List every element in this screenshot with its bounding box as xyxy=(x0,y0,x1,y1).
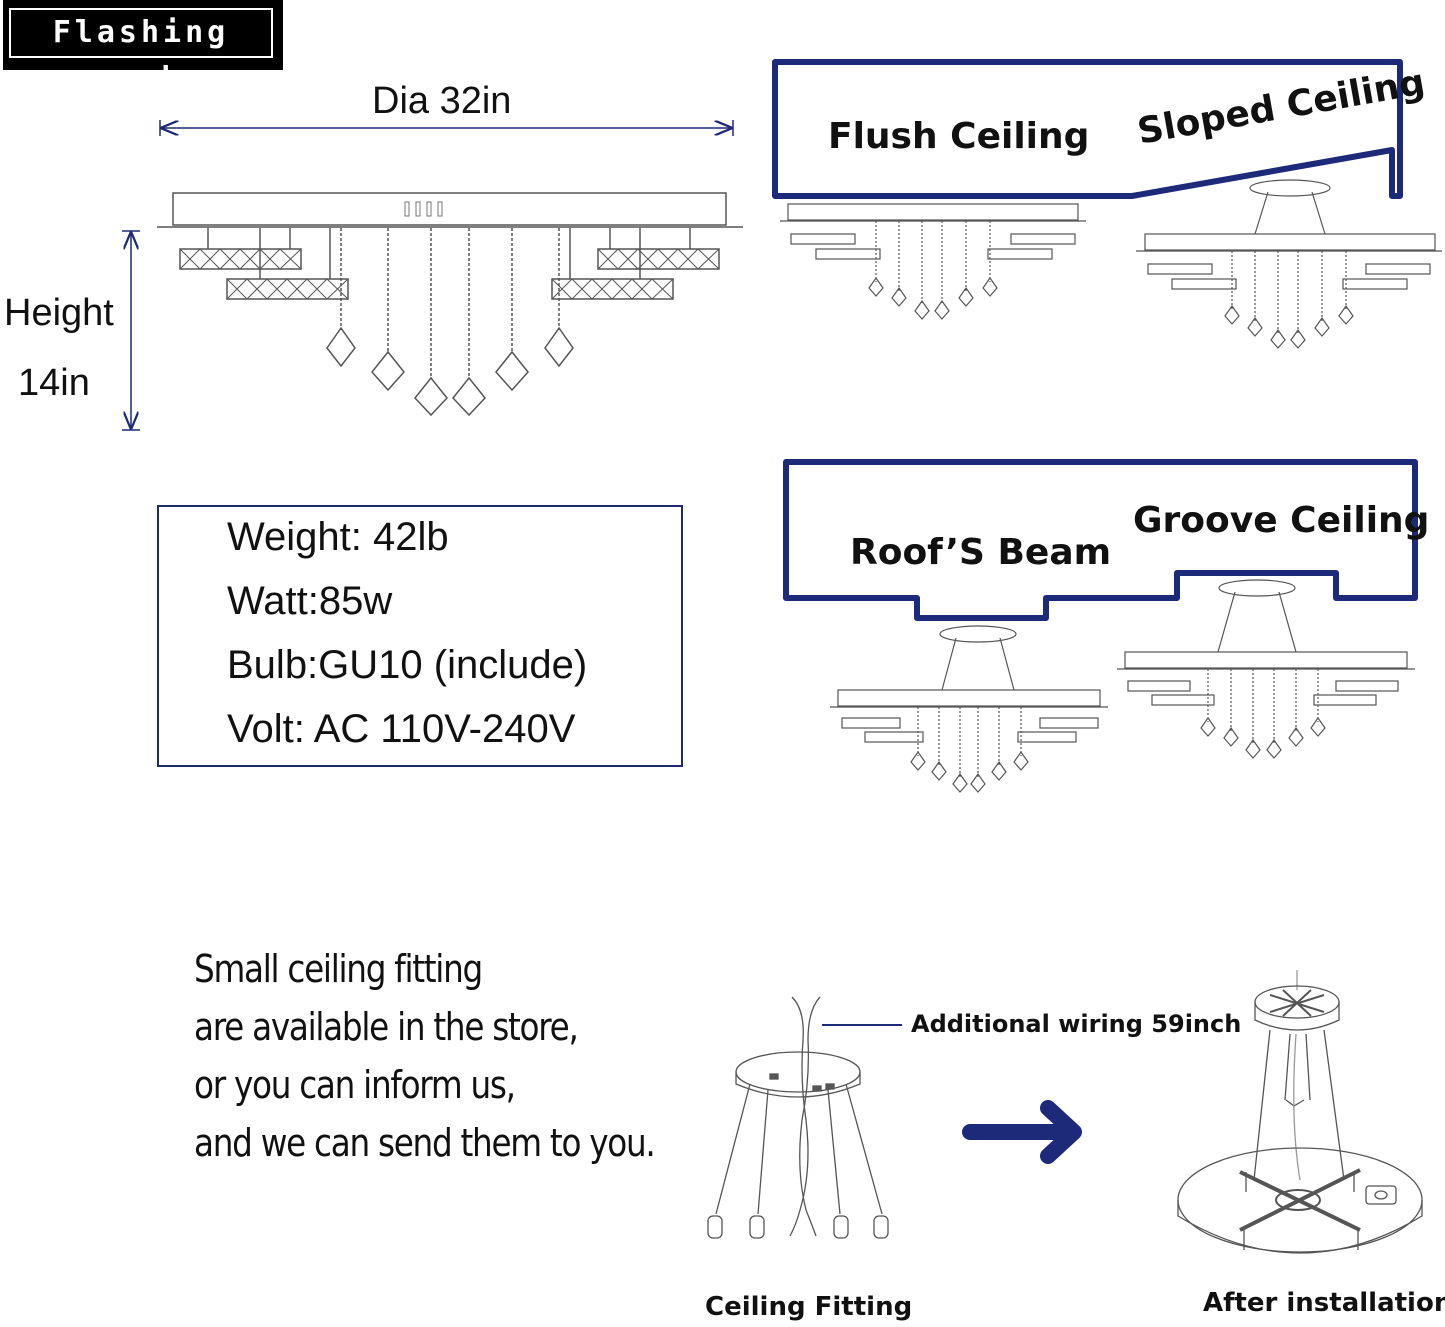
ceiling-fitting-drawing xyxy=(707,996,889,1239)
height-value: 14in xyxy=(18,362,90,404)
beam-groove-ceiling-outline xyxy=(783,459,1418,621)
height-label: Height xyxy=(4,292,114,334)
chandelier-main-drawing xyxy=(157,192,743,417)
beam-ceiling-chandelier xyxy=(830,625,1108,793)
spec-volt: Volt: AC 110V-240V xyxy=(227,707,576,751)
sloped-ceiling-chandelier xyxy=(1136,179,1442,349)
spec-watt: Watt:85w xyxy=(227,579,393,623)
left-crystal-bars xyxy=(179,228,349,300)
groove-ceiling-chandelier xyxy=(1117,579,1415,759)
after-installation-caption: After installation xyxy=(1203,1288,1445,1318)
groove-ceiling-label: Groove Ceiling xyxy=(1133,500,1430,541)
fitting-note-line: and we can send them to you. xyxy=(194,1121,656,1165)
ceiling-fitting-caption: Ceiling Fitting xyxy=(705,1292,913,1322)
pendant-crystals xyxy=(326,228,574,417)
installation-arrow xyxy=(962,1100,1082,1164)
fitting-note-line: or you can inform us, xyxy=(194,1063,516,1107)
spec-weight: Weight: 42lb xyxy=(227,515,449,559)
diameter-label: Dia 32in xyxy=(372,80,512,122)
fitting-note-line: Small ceiling fitting xyxy=(194,947,483,991)
spec-bulb: Bulb:GU10 (include) xyxy=(227,643,588,687)
flush-ceiling-chandelier xyxy=(780,203,1086,320)
fitting-note: Small ceiling fitting are available in t… xyxy=(194,940,656,1172)
brand-logo: Flashing god xyxy=(3,0,283,96)
wiring-label: Additional wiring 59inch xyxy=(911,1010,1242,1038)
brand-name: Flashing god xyxy=(9,8,273,96)
spec-box: Weight: 42lb Watt:85w Bulb:GU10 (include… xyxy=(157,505,683,767)
diameter-dimension xyxy=(159,120,734,136)
roofs-beam-label: Roof’S Beam xyxy=(850,532,1112,573)
fitting-note-line: are available in the store, xyxy=(194,1005,579,1049)
flush-sloped-ceiling-outline xyxy=(772,59,1403,199)
height-dimension xyxy=(122,230,140,431)
after-installation-drawing xyxy=(1177,970,1423,1254)
flush-ceiling-label: Flush Ceiling xyxy=(828,116,1090,157)
right-crystal-bars xyxy=(551,228,720,300)
